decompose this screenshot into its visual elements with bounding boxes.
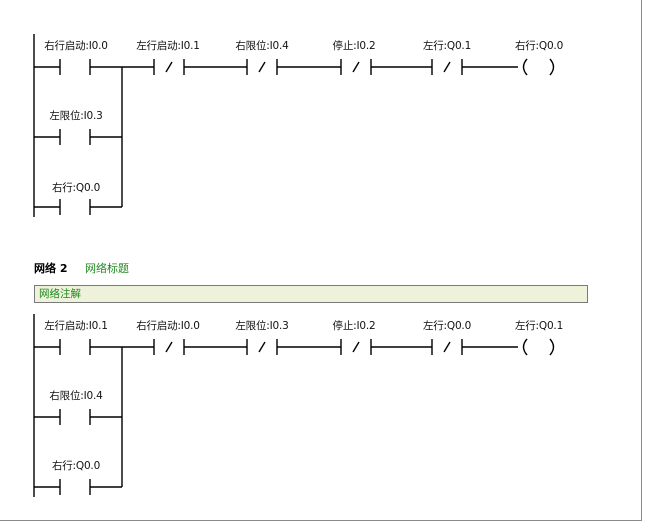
network-1-branch-contact-1 [59, 129, 91, 145]
network-1-contact-1-label[interactable]: 右行启动:I0.0 [44, 40, 108, 52]
network-1-contact-4-label[interactable]: 停止:I0.2 [332, 40, 376, 52]
network-2-comment-field[interactable]: 网络注解 [34, 285, 588, 303]
network-1-coil-label[interactable]: 右行:Q0.0 [514, 40, 564, 52]
network-2-branch-2-label[interactable]: 右行:Q0.0 [51, 460, 101, 472]
network-2-contact-5-label[interactable]: 左行:Q0.0 [422, 320, 472, 332]
network-2-contact-3-label[interactable]: 左限位:I0.3 [235, 320, 289, 332]
network-2-contact-1 [59, 339, 91, 355]
network-2-branch-contact-1 [59, 409, 91, 425]
network-1-contact-2 [153, 59, 185, 75]
network-1-output-coil [522, 58, 555, 76]
network-2-rungs [33, 314, 555, 497]
network-2-contact-5 [431, 339, 463, 355]
network-1-contact-5-label[interactable]: 左行:Q0.1 [422, 40, 472, 52]
network-1-branch-2-label[interactable]: 右行:Q0.0 [51, 182, 101, 194]
network-1-contact-4 [340, 59, 372, 75]
network-2-contact-1-label[interactable]: 左行启动:I0.1 [44, 320, 108, 332]
network-2-title[interactable]: 网络标题 [84, 262, 129, 275]
network-1-branch-contact-2 [59, 199, 91, 215]
viewport-right-border [641, 0, 642, 521]
network-2-header: 网络 2 网络标题 [34, 262, 129, 276]
network-2-branch-contact-2 [59, 479, 91, 495]
network-2-branch-1-label[interactable]: 右限位:I0.4 [49, 390, 103, 402]
network-1-contact-3 [246, 59, 278, 75]
network-1-contact-5 [431, 59, 463, 75]
network-2-number: 网络 2 [34, 262, 68, 275]
network-1-contact-1 [59, 59, 91, 75]
network-1-contact-3-label[interactable]: 右限位:I0.4 [235, 40, 289, 52]
network-2-contact-2 [153, 339, 185, 355]
network-2-contact-4 [340, 339, 372, 355]
network-1-rungs [33, 34, 555, 217]
network-2-contact-2-label[interactable]: 右行启动:I0.0 [136, 320, 200, 332]
network-1-branch-1-label[interactable]: 左限位:I0.3 [49, 110, 103, 122]
network-2-coil-label[interactable]: 左行:Q0.1 [514, 320, 564, 332]
viewport-bottom-border [0, 520, 642, 521]
network-2-contact-3 [246, 339, 278, 355]
network-2-contact-4-label[interactable]: 停止:I0.2 [332, 320, 376, 332]
network-1-contact-2-label[interactable]: 左行启动:I0.1 [136, 40, 200, 52]
network-2-output-coil [522, 338, 555, 356]
